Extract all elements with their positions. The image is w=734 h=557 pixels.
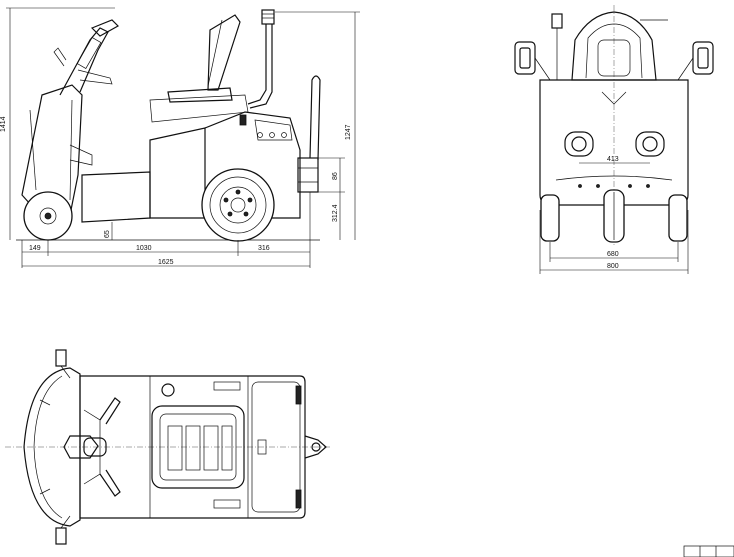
hitch-right (635, 131, 665, 157)
tow-pin (309, 75, 321, 161)
seat-back (207, 14, 241, 91)
mirror-top-left (55, 349, 67, 367)
beacon-rear (551, 13, 563, 29)
hitch-left (564, 131, 594, 157)
title-block (683, 545, 734, 557)
tiller-grip-right (99, 469, 121, 497)
rear-body (204, 111, 301, 219)
rear-wheel (201, 168, 275, 242)
dim-total-height: 1414 (0, 116, 7, 132)
steering-column (59, 27, 109, 96)
steering-top (63, 435, 99, 459)
deck (149, 94, 249, 123)
seat-rear (571, 11, 657, 81)
dim-front-overhang: 149 (29, 245, 41, 252)
mirror-top-right (55, 527, 67, 545)
beacon-post (247, 24, 267, 105)
side-view: 1414 1247 86 312.4 65 149 1030 316 1625 (0, 7, 360, 268)
dim-seat-height: 1247 (345, 124, 352, 140)
mirror-right (692, 41, 714, 75)
tow-hitch (297, 157, 319, 193)
seat-top (151, 405, 245, 489)
mirror-left (514, 41, 536, 75)
dim-rear-overhang: 316 (258, 245, 270, 252)
battery-box (149, 127, 206, 219)
dim-hitch-width: 413 (607, 156, 619, 163)
tiller-head (90, 19, 119, 37)
rear-compartment (251, 381, 301, 513)
dim-ground-clearance: 65 (104, 230, 111, 238)
front-fairing-top (23, 367, 81, 527)
dim-track-width: 680 (607, 251, 619, 258)
tow-bar-top (304, 435, 327, 459)
front-fairing (21, 84, 83, 216)
dim-total-width: 800 (607, 263, 619, 270)
tiller-grip-left (99, 397, 121, 425)
rear-wheel-left (540, 194, 560, 242)
chassis-top (79, 375, 306, 519)
dim-hitch-spacing: 86 (332, 172, 339, 180)
dim-wheelbase: 1030 (136, 245, 152, 252)
deck-cap (161, 383, 175, 397)
dim-total-length: 1625 (158, 259, 174, 266)
rear-view: 413 680 800 (514, 5, 714, 274)
top-view (5, 349, 330, 545)
seat-cushion (167, 87, 233, 103)
dim-hitch-height: 312.4 (332, 204, 339, 222)
beacon (261, 9, 275, 25)
chassis-front (81, 171, 151, 223)
rear-wheel-right (668, 194, 688, 242)
